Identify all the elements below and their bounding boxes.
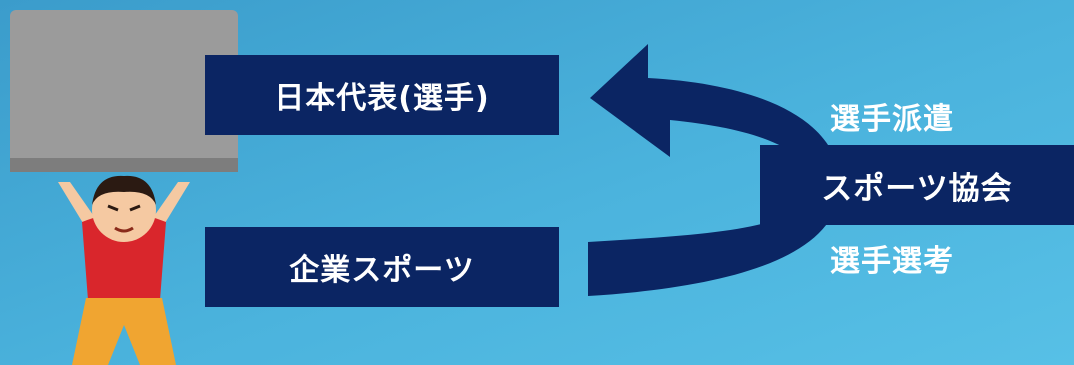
athlete-selection-label: 選手選考 [830,244,954,279]
corporate-sports-label: 企業スポーツ [289,253,475,288]
u-turn-arrow [588,44,840,296]
corporate-sports-box: 企業スポーツ [205,227,559,307]
japan-national-team-box: 日本代表(選手) [205,55,559,135]
japan-national-team-label: 日本代表(選手) [274,81,490,116]
athlete-dispatch-label: 選手派遣 [830,102,954,137]
sports-association-label: スポーツ協会 [821,170,1013,207]
sports-association-box: スポーツ協会 [760,145,1074,225]
person-lifting-box-icon [10,10,238,365]
